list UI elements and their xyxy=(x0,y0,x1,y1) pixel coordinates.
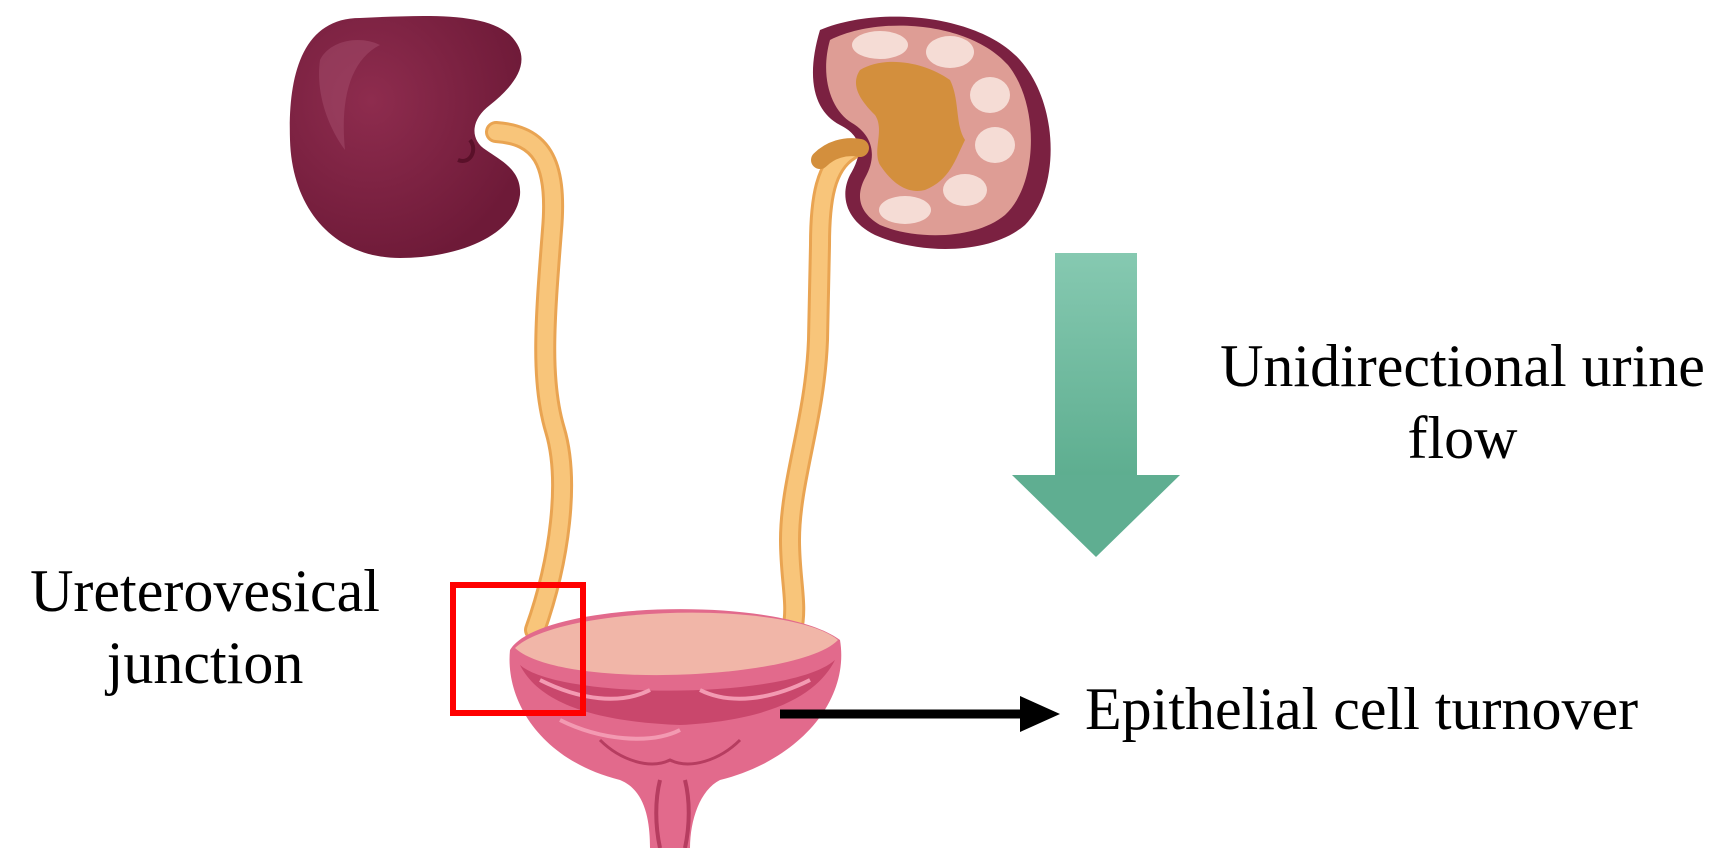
bladder xyxy=(510,609,842,848)
flow-label: Unidirectional urine flow xyxy=(1190,330,1729,474)
right-kidney xyxy=(813,17,1051,249)
ureterovesical-junction-label: Ureterovesical junction xyxy=(10,555,400,699)
flow-arrow xyxy=(1012,253,1180,557)
uvj-label-line1: Ureterovesical xyxy=(10,555,400,627)
flow-label-line2: flow xyxy=(1190,402,1729,474)
flow-label-line1: Unidirectional urine xyxy=(1190,330,1729,402)
uvj-label-line2: junction xyxy=(10,627,400,699)
epithelial-turnover-label: Epithelial cell turnover xyxy=(1085,673,1638,745)
